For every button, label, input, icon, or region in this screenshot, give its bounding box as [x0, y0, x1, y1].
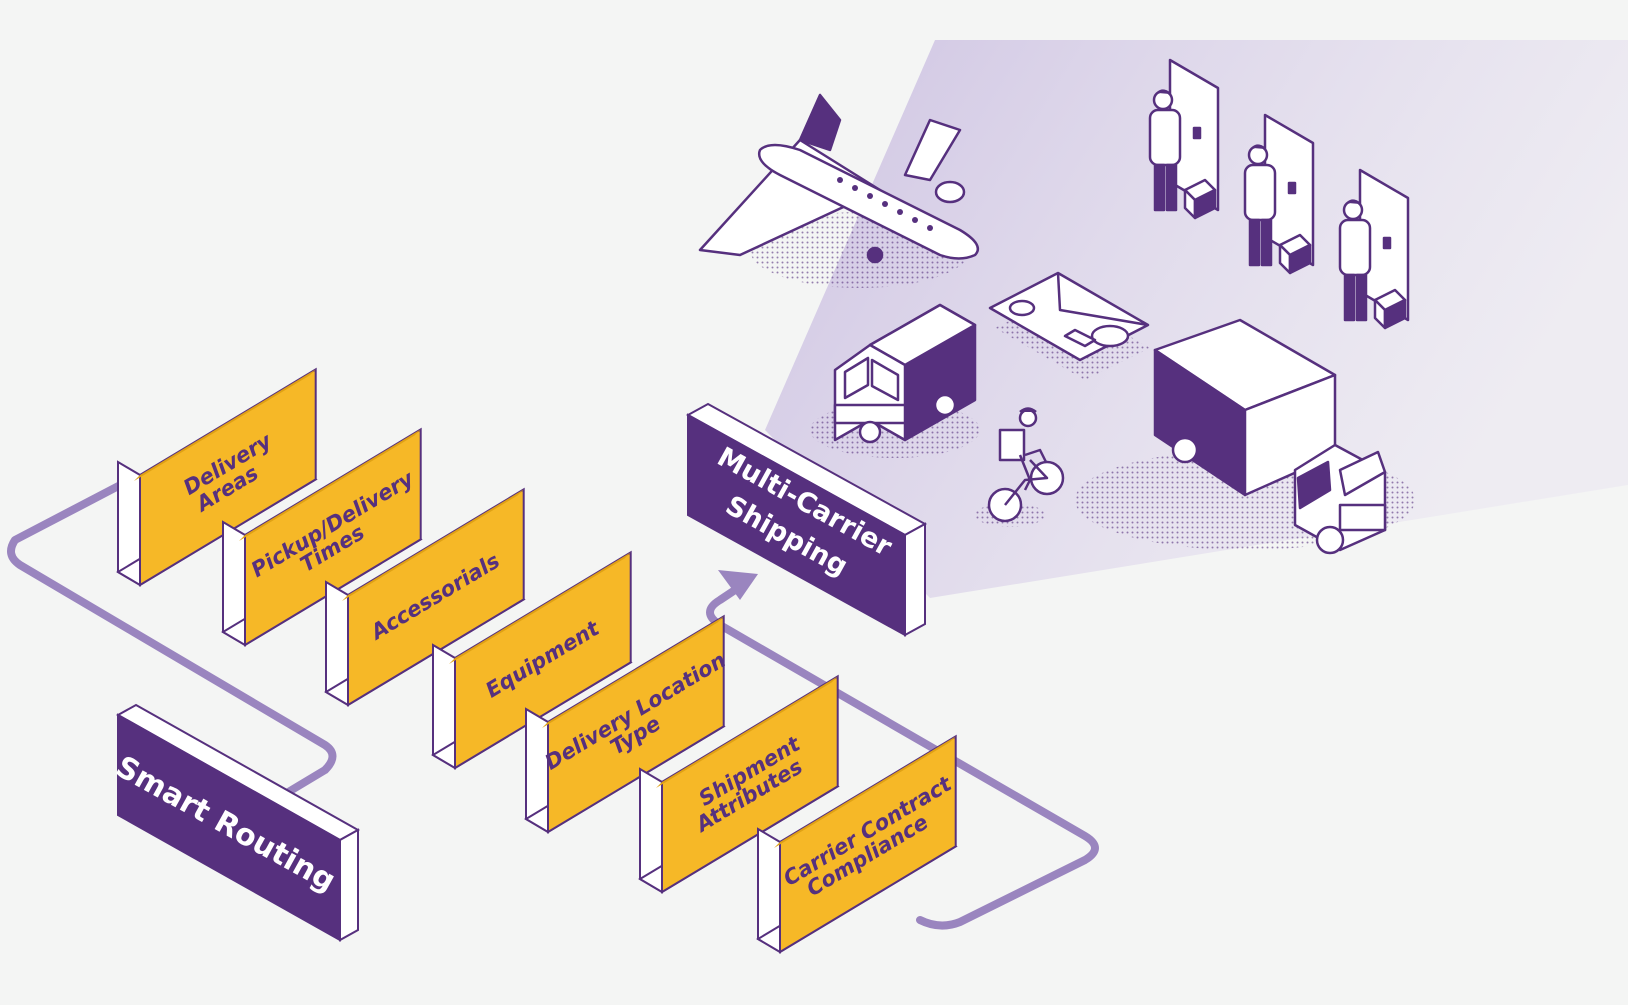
bicycle-courier-icon [975, 407, 1065, 527]
step-2: Accessorials [324, 487, 526, 707]
airplane-icon [698, 93, 980, 288]
step-3: Equipment [431, 550, 633, 770]
box-truck-icon [1075, 318, 1415, 555]
flow-path [7, 476, 1099, 930]
light-beam [765, 40, 1628, 598]
courier-at-door-icon [1148, 58, 1410, 330]
shipping-label-icon [988, 271, 1150, 380]
flow-arrow-head [718, 570, 758, 600]
delivery-van-icon [810, 303, 980, 458]
